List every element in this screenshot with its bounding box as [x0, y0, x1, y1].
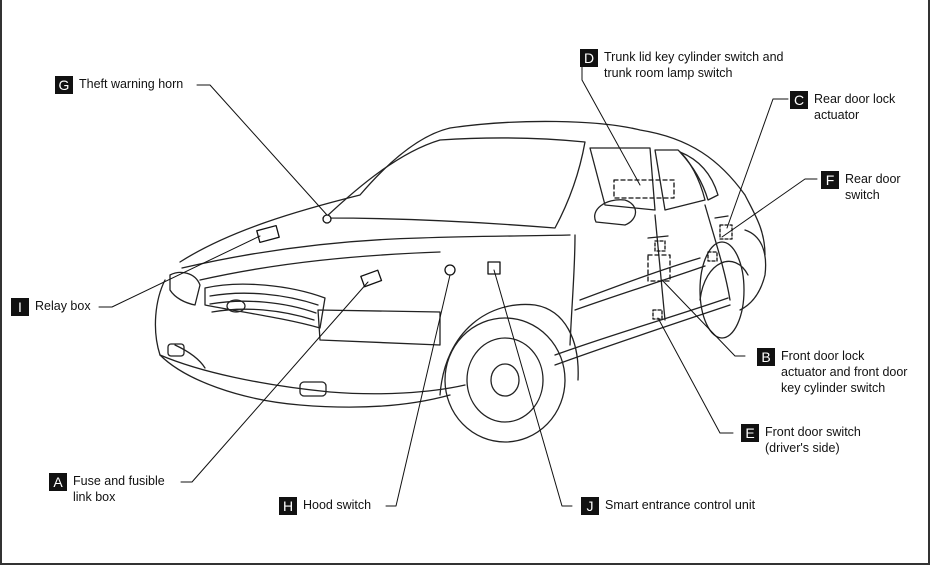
callout-letter-f: F — [821, 171, 839, 189]
callout-label-rear-door-lock-actuator: Rear door lock actuator — [814, 92, 896, 122]
callout-label-front-door-lock-actuator: Front door lock actuator and front door … — [781, 349, 908, 395]
callout-letter-d: D — [580, 49, 598, 67]
callout-hood-switch: H Hood switch — [279, 497, 371, 515]
leader-lines — [98, 65, 818, 507]
callout-letter-j: J — [581, 497, 599, 515]
callout-letter-g: G — [55, 76, 73, 94]
callout-letter-b: B — [757, 348, 775, 366]
callout-rear-door-switch: F Rear door switch — [821, 171, 901, 203]
callout-label-fuse-box: Fuse and fusible link box — [73, 474, 165, 504]
callout-label-theft-warning-horn: Theft warning horn — [79, 77, 184, 91]
callout-trunk-lid-key-cylinder-switch: D Trunk lid key cylinder switch and trun… — [580, 49, 783, 81]
callout-label-front-door-switch: Front door switch (driver's side) — [765, 425, 861, 455]
callout-letter-i: I — [11, 298, 29, 316]
car-body — [154, 120, 767, 443]
callout-smart-entrance-control-unit: J Smart entrance control unit — [581, 497, 755, 515]
callout-fuse-and-fusible-link-box: A Fuse and fusible link box — [49, 473, 165, 505]
callout-label-hood-switch: Hood switch — [303, 498, 372, 512]
callout-front-door-switch: E Front door switch (driver's side) — [741, 424, 861, 456]
callout-label-rear-door-switch: Rear door switch — [845, 172, 901, 202]
callout-letter-a: A — [49, 473, 67, 491]
callout-label-relay-box: Relay box — [35, 299, 91, 313]
callout-letter-e: E — [741, 424, 759, 442]
callout-front-door-lock-actuator: B Front door lock actuator and front doo… — [757, 348, 907, 396]
callout-letter-c: C — [790, 91, 808, 109]
callout-letter-h: H — [279, 497, 297, 515]
callout-label-trunk-lid-switch: Trunk lid key cylinder switch and trunk … — [604, 50, 784, 80]
callout-theft-warning-horn: G Theft warning horn — [55, 76, 183, 94]
component-markers — [256, 179, 733, 320]
callout-relay-box: I Relay box — [11, 298, 91, 316]
callout-rear-door-lock-actuator: C Rear door lock actuator — [790, 91, 895, 123]
callout-label-smart-entrance-control-unit: Smart entrance control unit — [605, 498, 756, 512]
